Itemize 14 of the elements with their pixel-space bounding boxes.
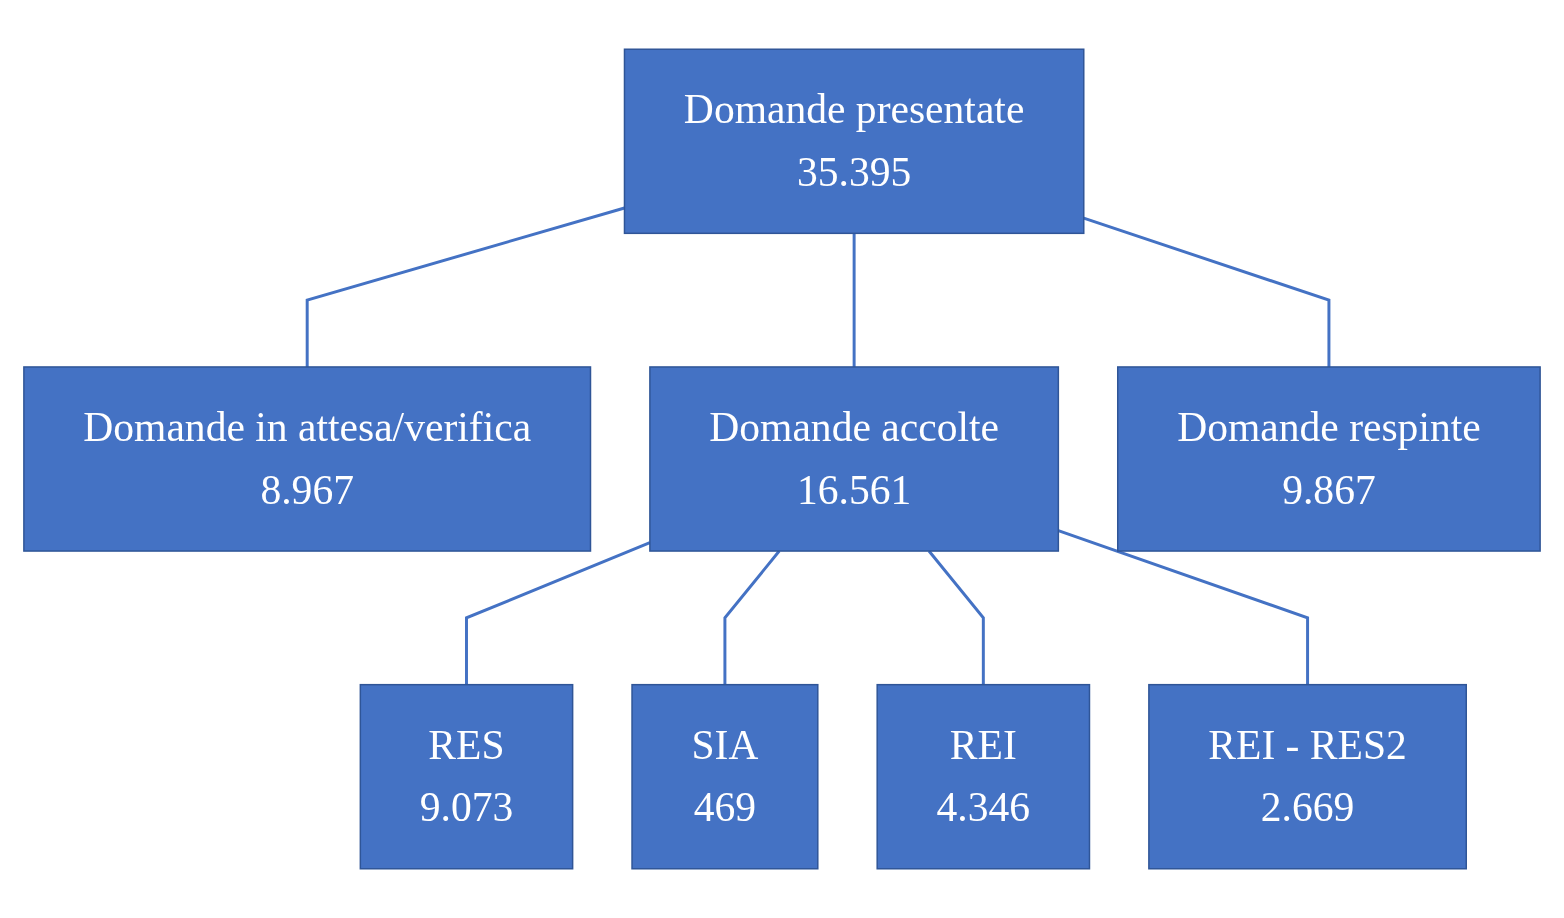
node-box: Domande presentate 35.395	[623, 48, 1085, 235]
connector	[465, 541, 651, 685]
connector	[927, 550, 985, 685]
node-box: Domande respinte 9.867	[1117, 366, 1541, 552]
connector	[305, 206, 625, 367]
node-box: REI 4.346	[876, 683, 1091, 870]
connector	[1083, 216, 1331, 367]
node-box: RES 9.073	[359, 683, 574, 870]
node-box: Domande in attesa/verifica 8.967	[23, 366, 592, 552]
connector	[723, 550, 781, 685]
connector	[852, 233, 856, 367]
node-box: Domande accolte 16.561	[649, 366, 1060, 552]
node-box: SIA 469	[631, 683, 819, 870]
node-box: REI - RES2 2.669	[1148, 683, 1467, 870]
